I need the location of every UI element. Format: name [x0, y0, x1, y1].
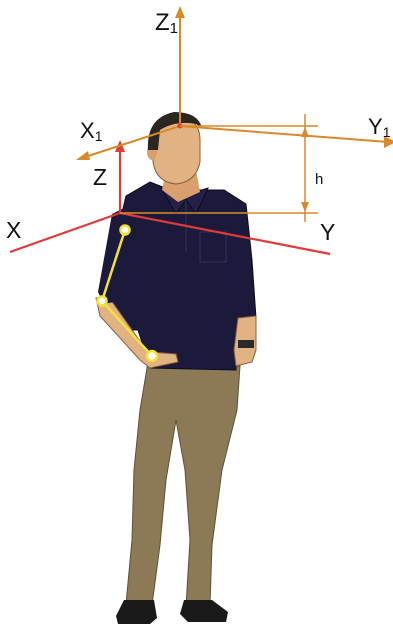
h-label: h — [315, 171, 323, 188]
y-label: Y — [320, 219, 335, 245]
x-label: X — [6, 217, 21, 243]
z1-label: Z1 — [155, 9, 178, 37]
h-arrow-top — [301, 127, 309, 137]
x1-axis-arrowhead — [76, 151, 90, 160]
h-arrow-bottom — [301, 202, 309, 212]
right-shoe — [180, 600, 228, 622]
wrist-joint — [147, 351, 157, 361]
y1-axis-line — [180, 126, 388, 142]
elbow-joint — [98, 297, 107, 306]
z1-axis-arrowhead — [175, 6, 185, 18]
bent-arm-sleeve — [98, 206, 128, 304]
pants — [126, 362, 240, 606]
y1-label: Y1 — [368, 114, 391, 140]
watch — [238, 340, 254, 348]
x-axis-line — [10, 213, 120, 252]
head-frame — [76, 6, 393, 222]
z-label: Z — [93, 164, 107, 190]
left-shoe — [116, 600, 157, 624]
shoulder-joint — [121, 226, 130, 235]
x1-label: X1 — [80, 118, 103, 144]
